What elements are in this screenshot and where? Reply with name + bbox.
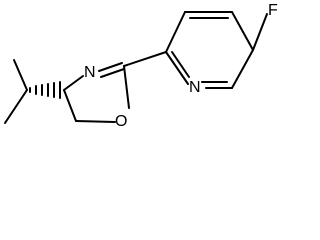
bond-isopropyl-ch-to-methyl-down [4, 89, 28, 124]
bond-n-to-c2-double-a [98, 62, 123, 72]
bond-c5-to-fluorine [252, 13, 268, 51]
bond-c5-to-c4 [63, 89, 77, 122]
chemical-structure-diagram: F N N O [4, 2, 278, 130]
bond-isopropyl-ch-to-methyl-up [13, 59, 28, 91]
bond-o-to-c5 [75, 120, 116, 123]
bond-oxazoline-to-pyridine [123, 51, 167, 67]
bond-n-to-c2-double-b [100, 68, 125, 78]
atom-label-fluorine: F [268, 2, 278, 19]
atom-label-oxazoline-nitrogen: N [84, 64, 96, 81]
bond-c4-to-n [63, 75, 84, 91]
bond-py-n-to-c2 [165, 51, 189, 85]
hashed-wedge-bond [29, 81, 61, 99]
bond-py-c2-to-n-double-inner [171, 51, 190, 78]
bond-py-c2-to-c3 [165, 11, 186, 53]
bond-py-c5-to-c6 [231, 49, 254, 89]
bond-py-c4-to-c5 [231, 11, 254, 51]
atom-label-pyridine-nitrogen: N [189, 79, 201, 96]
bond-c2-to-o [123, 65, 130, 109]
atom-label-oxazoline-oxygen: O [115, 113, 127, 130]
